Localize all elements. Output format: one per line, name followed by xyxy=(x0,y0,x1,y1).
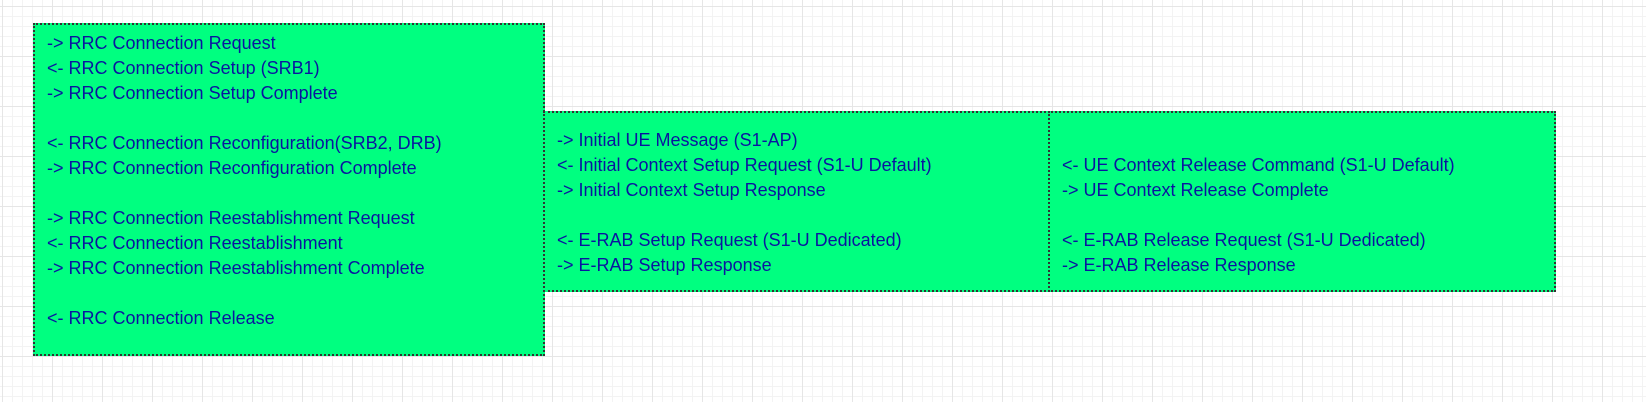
initial-ue-message-line: -> Initial UE Message (S1-AP) xyxy=(557,130,798,150)
blank-line xyxy=(1062,203,1548,228)
rrc-message-list: -> RRC Connection Request <- RRC Connect… xyxy=(47,31,537,331)
initial-context-setup-request-line: <- Initial Context Setup Request (S1-U D… xyxy=(557,155,932,175)
rrc-connection-reconfiguration-line: <- RRC Connection Reconfiguration(SRB2, … xyxy=(47,133,442,153)
rrc-connection-reconfiguration-complete-line: -> RRC Connection Reconfiguration Comple… xyxy=(47,158,417,178)
release-messages-box[interactable]: <- UE Context Release Command (S1-U Defa… xyxy=(1048,111,1556,292)
blank-line xyxy=(557,203,1042,228)
blank-line xyxy=(47,181,537,206)
blank-line xyxy=(47,106,537,131)
rrc-connection-setup-complete-line: -> RRC Connection Setup Complete xyxy=(47,83,338,103)
rrc-messages-box[interactable]: -> RRC Connection Request <- RRC Connect… xyxy=(33,23,545,356)
s1ap-message-list: -> Initial UE Message (S1-AP) <- Initial… xyxy=(557,128,1042,278)
rrc-connection-reestablishment-complete-line: -> RRC Connection Reestablishment Comple… xyxy=(47,258,425,278)
rrc-connection-reestablishment-line: <- RRC Connection Reestablishment xyxy=(47,233,343,253)
release-message-list: <- UE Context Release Command (S1-U Defa… xyxy=(1062,153,1548,278)
rrc-connection-setup-line: <- RRC Connection Setup (SRB1) xyxy=(47,58,320,78)
erab-setup-request-line: <- E-RAB Setup Request (S1-U Dedicated) xyxy=(557,230,902,250)
rrc-connection-release-line: <- RRC Connection Release xyxy=(47,308,275,328)
ue-context-release-command-line: <- UE Context Release Command (S1-U Defa… xyxy=(1062,155,1455,175)
erab-release-request-line: <- E-RAB Release Request (S1-U Dedicated… xyxy=(1062,230,1426,250)
rrc-connection-request-line: -> RRC Connection Request xyxy=(47,33,276,53)
rrc-connection-reestablishment-request-line: -> RRC Connection Reestablishment Reques… xyxy=(47,208,415,228)
blank-line xyxy=(47,281,537,306)
s1ap-messages-box[interactable]: -> Initial UE Message (S1-AP) <- Initial… xyxy=(543,111,1050,292)
erab-release-response-line: -> E-RAB Release Response xyxy=(1062,255,1296,275)
erab-setup-response-line: -> E-RAB Setup Response xyxy=(557,255,772,275)
ue-context-release-complete-line: -> UE Context Release Complete xyxy=(1062,180,1329,200)
initial-context-setup-response-line: -> Initial Context Setup Response xyxy=(557,180,826,200)
